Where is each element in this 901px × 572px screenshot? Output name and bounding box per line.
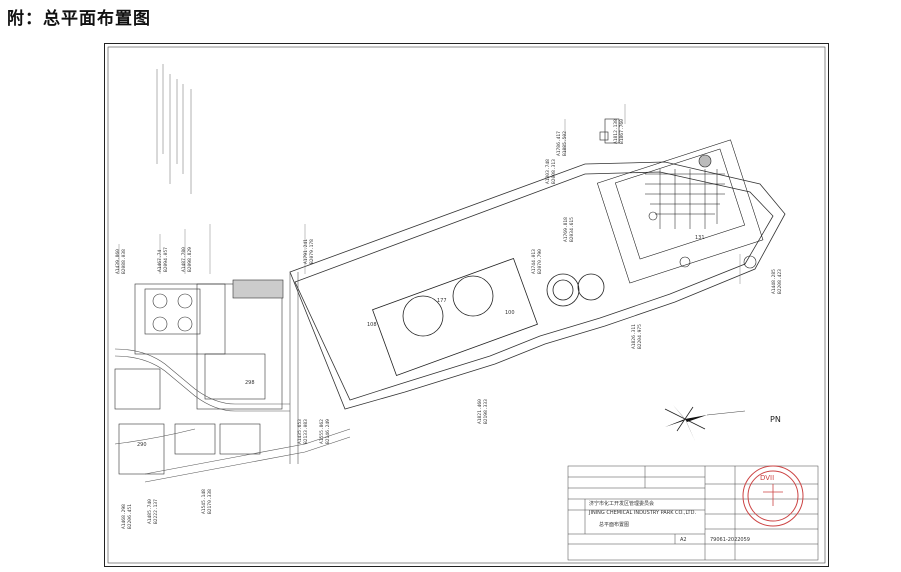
title-block-company: 济宁市化工开发区管理委员会 <box>589 500 654 507</box>
drawing-number: 79061-2022059 <box>710 537 750 543</box>
coord-label: A1485.740 <box>147 499 153 524</box>
coord-label: A1786.417 <box>556 131 562 156</box>
plant-outline <box>289 161 786 410</box>
area-label: 131 <box>695 235 705 241</box>
coord-label: B2222.137 <box>153 499 159 524</box>
coord-label: B2034.615 <box>569 217 575 242</box>
coord-label: A1812.138 <box>613 119 619 144</box>
coord-label: A1467.74 <box>157 250 163 272</box>
coord-label: B2079.178 <box>309 239 315 264</box>
coord-label: B2206.451 <box>127 504 133 529</box>
coord-label: B2098.829 <box>187 247 193 272</box>
coord-label: A1744.013 <box>531 249 537 274</box>
sheet-size: A2 <box>680 537 687 543</box>
drawing-sheet: A1812.138 B1867.760 A1786.417 B1885.502 … <box>104 43 829 567</box>
north-label: PN <box>770 415 781 424</box>
drawing-title: 总平面布置图 <box>599 521 629 528</box>
site-plan-drawing: A1812.138 B1867.760 A1786.417 B1885.502 … <box>107 46 826 564</box>
coord-label: A1468.298 <box>121 504 127 529</box>
coord-label: B1885.502 <box>562 131 568 156</box>
title-block <box>567 465 819 561</box>
roads <box>114 272 351 483</box>
stamp-text: DVII <box>760 474 774 482</box>
process-unit-block <box>596 118 764 284</box>
coord-label: B2170.338 <box>207 489 213 514</box>
process-equipment-dense <box>645 169 725 229</box>
left-block <box>114 279 284 475</box>
coord-label: B2008.313 <box>551 159 557 184</box>
approval-stamp-icon: DVII <box>742 465 804 527</box>
coord-label: B2146.249 <box>325 419 331 444</box>
coord-label: A1448.285 <box>771 269 777 294</box>
coord-label: A1826.311 <box>631 324 637 349</box>
coord-label: B1867.760 <box>619 119 625 144</box>
inner-frame <box>107 46 826 564</box>
coord-label: B2094.057 <box>163 247 169 272</box>
area-labels: 177 108 290 298 100 131 <box>137 235 705 448</box>
title-block-company-en: JINING CHEMICAL INDUSTRY PARK CO.,LTD. <box>588 510 696 516</box>
coord-label: A1791.241 <box>303 239 309 264</box>
area-label: 298 <box>245 380 255 386</box>
coord-label: A1435.653 <box>297 419 303 444</box>
area-label: 177 <box>437 298 447 304</box>
coord-label: A1769.818 <box>563 217 569 242</box>
coord-label: A1803.748 <box>545 159 551 184</box>
coord-label: B2133.083 <box>303 419 309 444</box>
page-heading: 附：总平面布置图 <box>7 9 151 29</box>
coord-label: A1487.780 <box>181 247 187 272</box>
coord-label: A1439.860 <box>115 249 121 274</box>
coord-label: A1821.460 <box>477 399 483 424</box>
north-arrow-icon <box>664 405 746 441</box>
coord-label: B2198.333 <box>483 399 489 424</box>
coord-label: B2070.790 <box>537 249 543 274</box>
coordinate-labels: A1812.138 B1867.760 A1786.417 B1885.502 … <box>115 119 783 529</box>
area-label: 108 <box>367 322 377 328</box>
leader-lines <box>118 104 741 284</box>
coord-label: B2088.038 <box>121 249 127 274</box>
area-label: 290 <box>137 442 147 448</box>
storage-tanks <box>372 257 605 377</box>
coord-label: B2204.975 <box>637 324 643 349</box>
coord-label: A1545.148 <box>201 489 207 514</box>
coord-label: A1555.862 <box>319 419 325 444</box>
area-label: 100 <box>505 310 515 316</box>
notes-block <box>156 64 192 194</box>
coord-label: B2208.423 <box>777 269 783 294</box>
